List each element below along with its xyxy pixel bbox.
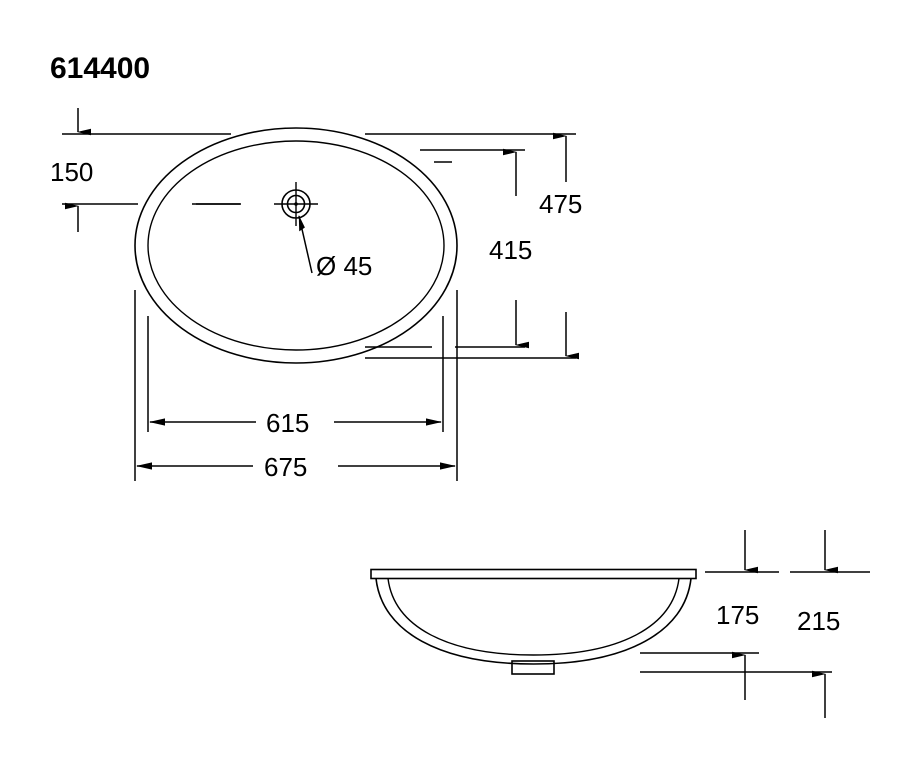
drain-diameter-leader-line <box>298 215 313 274</box>
dimension-150: 150 <box>50 108 241 232</box>
section-bowl-outer-profile <box>375 578 692 665</box>
section-rim-bar <box>370 568 697 580</box>
basin-outer-rim-ellipse <box>134 127 458 364</box>
dim-675-label: 675 <box>264 452 307 482</box>
drain-diameter-label: Ø 45 <box>316 251 372 281</box>
dimension-215: 215 <box>640 530 870 718</box>
dim-150-label: 150 <box>50 157 93 187</box>
drain-hole-symbol <box>274 182 318 226</box>
plan-view-basin <box>134 127 458 364</box>
dim-175-label: 175 <box>716 600 759 630</box>
dimension-615: 615 <box>147 316 444 438</box>
dimension-675: 675 <box>134 290 458 482</box>
drain-diameter-callout: Ø 45 <box>298 215 372 281</box>
part-number-label: 614400 <box>50 52 150 85</box>
basin-inner-bowl-ellipse <box>147 140 445 351</box>
dim-415-label: 415 <box>489 235 532 265</box>
dim-215-label: 215 <box>797 606 840 636</box>
dim-475-label: 475 <box>539 189 582 219</box>
dimension-475: 475 <box>365 132 582 360</box>
dimension-175: 175 <box>640 530 779 700</box>
section-bowl-inner-profile <box>387 578 680 656</box>
section-view-basin <box>370 568 697 675</box>
dimension-415: 415 <box>365 148 532 349</box>
dim-615-label: 615 <box>266 408 309 438</box>
section-drain-spigot <box>511 660 555 675</box>
